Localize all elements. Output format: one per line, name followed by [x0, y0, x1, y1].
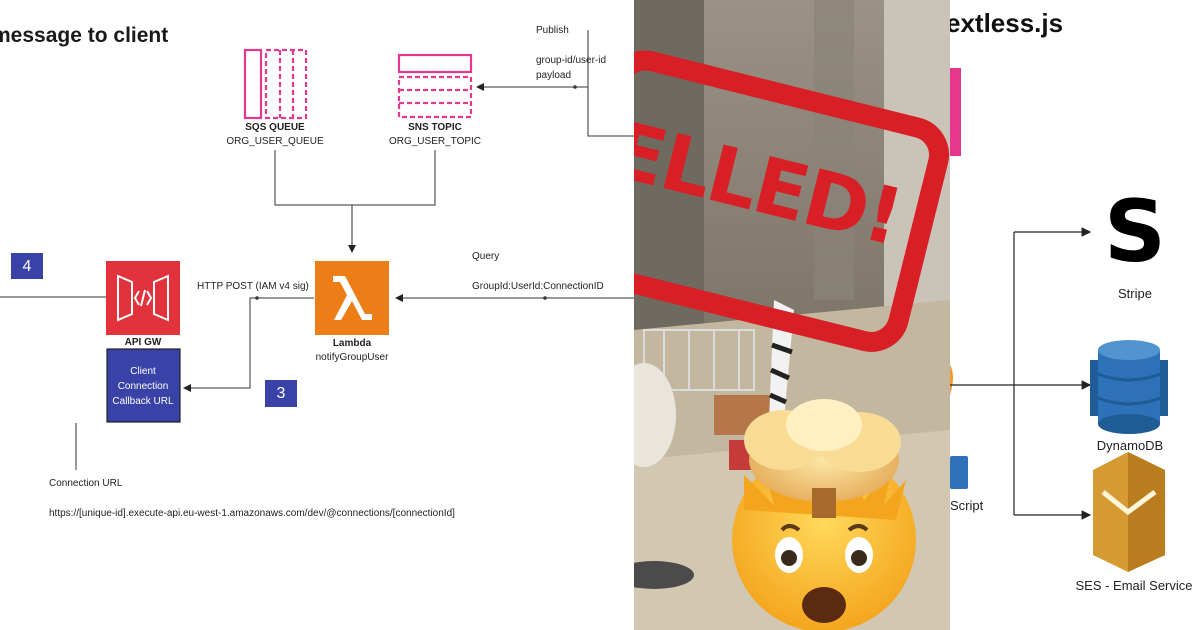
step-badge-3: 3 [276, 385, 286, 402]
sns-name: ORG_USER_TOPIC [388, 136, 482, 147]
exploding-head-emoji [732, 399, 916, 630]
dynamodb-icon [1090, 340, 1168, 434]
diagram-title: message to client [0, 24, 169, 47]
partial-script-label: Script [950, 498, 984, 513]
architecture-title: extless.js [950, 8, 1064, 38]
ses-icon [1093, 452, 1165, 572]
sns-label: SNS TOPIC [408, 122, 462, 133]
stripe-label: Stripe [1118, 286, 1152, 301]
query-detail: GroupId:UserId:ConnectionID [472, 281, 604, 292]
connection-url-value: https://[unique-id].execute-api.eu-west-… [49, 508, 455, 519]
callback-line1: Client [130, 366, 156, 377]
aws-diagram-panel: message to client SQS QUEUE ORG_USER_QUE… [0, 24, 634, 519]
lambda-label: Lambda [332, 338, 372, 349]
publish-line1: group-id/user-id [536, 55, 607, 66]
partial-js-badge [950, 456, 968, 489]
api-gateway-icon [106, 261, 180, 335]
step-badge-4-bg [11, 253, 43, 279]
sqs-label: SQS QUEUE [245, 122, 305, 133]
client-callback-box [106, 348, 181, 423]
photo-panel: ELLED! [634, 0, 950, 630]
lambda-icon [315, 261, 389, 335]
lambda-name: notifyGroupUser [315, 352, 389, 363]
stripe-logo: S [1104, 182, 1166, 282]
photo-illustration [634, 0, 950, 630]
partial-pink-bar [950, 68, 961, 156]
callback-line3: Callback URL [112, 396, 174, 407]
publish-label: Publish [536, 25, 569, 36]
connection-url-label: Connection URL [49, 478, 123, 489]
sqs-name: ORG_USER_QUEUE [226, 136, 324, 147]
callback-line2: Connection [117, 381, 169, 392]
api-gw-label: API GW [124, 337, 162, 348]
sns-topic-icon [397, 53, 473, 119]
sqs-queue-icon [243, 48, 308, 120]
diagram-connectors [0, 30, 634, 470]
ses-label: SES - Email Service [1075, 578, 1193, 593]
step-badge-3-bg [265, 380, 297, 407]
architecture-panel: extless.js S Stripe DynamoDB SES - Email… [950, 0, 1200, 630]
query-label: Query [472, 251, 500, 262]
publish-line2: payload [536, 70, 572, 81]
dynamodb-label: DynamoDB [1096, 438, 1164, 453]
cancelled-stamp [634, 50, 950, 352]
step-badge-4: 4 [22, 258, 32, 275]
architecture-connectors [950, 68, 1168, 572]
http-post-label: HTTP POST (IAM v4 sig) [197, 281, 309, 292]
